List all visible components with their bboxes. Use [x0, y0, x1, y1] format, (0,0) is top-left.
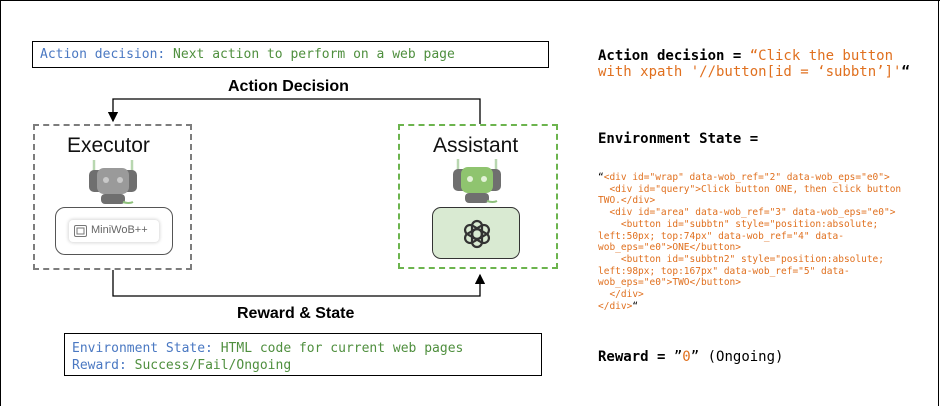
reward-open-quote: ”: [673, 349, 683, 365]
env-code-open-quote: “: [598, 172, 604, 183]
action-decision-example: Action decision = “Click the button with…: [598, 48, 933, 80]
executor-box: [33, 124, 192, 270]
executor-title: Executor: [67, 134, 150, 157]
frame-top-line: [0, 0, 940, 1]
reward-key: Reward:: [72, 358, 127, 373]
frame-left-line: [0, 0, 1, 406]
assistant-title: Assistant: [433, 134, 519, 157]
frame-right-line: [938, 0, 939, 406]
miniwob-icon: [74, 225, 87, 237]
reward-example: Reward = ”0” (Ongoing): [598, 349, 783, 365]
action-definition-text: Next action to perform on a web page: [165, 47, 455, 62]
action-decision-label: Action Decision: [228, 78, 349, 95]
env-state-key: Environment State:: [72, 341, 213, 356]
miniwob-badge: MiniWoB++: [69, 220, 159, 242]
reward-state-arrow: [112, 270, 486, 297]
openai-logo-icon: [463, 219, 491, 249]
miniwob-environment: MiniWoB++: [55, 207, 173, 255]
assistant-box: [398, 124, 558, 269]
reward-text: Success/Fail/Ongoing: [126, 358, 292, 373]
reward-example-note: (Ongoing): [699, 349, 784, 365]
env-code-html: <div id="wrap" data-wob_ref="2" data-wob…: [598, 172, 902, 312]
action-decision-example-label: Action decision =: [598, 48, 750, 64]
reward-close-quote: ”: [690, 349, 700, 365]
reward-state-label: Reward & State: [237, 305, 355, 322]
action-definition-key: Action decision:: [40, 47, 166, 62]
action-decision-example-value: “Click the button with xpath '//button[i…: [598, 48, 902, 80]
reward-definition: Reward: Success/Fail/Ongoing: [72, 357, 541, 374]
reward-example-value: 0: [682, 349, 691, 365]
gpt-model-card: [432, 207, 520, 259]
env-state-text: HTML code for current web pages: [212, 341, 464, 356]
env-code-close-quote: “: [632, 300, 639, 312]
miniwob-label: MiniWoB++: [91, 224, 148, 236]
state-reward-definition-box: Environment State: HTML code for current…: [64, 333, 542, 376]
flow-arrows: [107, 98, 486, 297]
action-decision-example-close: “: [901, 64, 910, 80]
env-state-example-code: “<div id="wrap" data-wob_ref="2" data-wo…: [598, 172, 938, 312]
robot-icon: [453, 159, 501, 203]
reward-example-label: Reward =: [598, 349, 674, 365]
action-decision-arrow: [107, 98, 481, 124]
env-state-example-label: Environment State =: [598, 131, 759, 147]
env-state-definition: Environment State: HTML code for current…: [72, 340, 541, 357]
action-definition-box: Action decision: Next action to perform …: [32, 41, 549, 68]
robot-icon: [89, 160, 137, 204]
